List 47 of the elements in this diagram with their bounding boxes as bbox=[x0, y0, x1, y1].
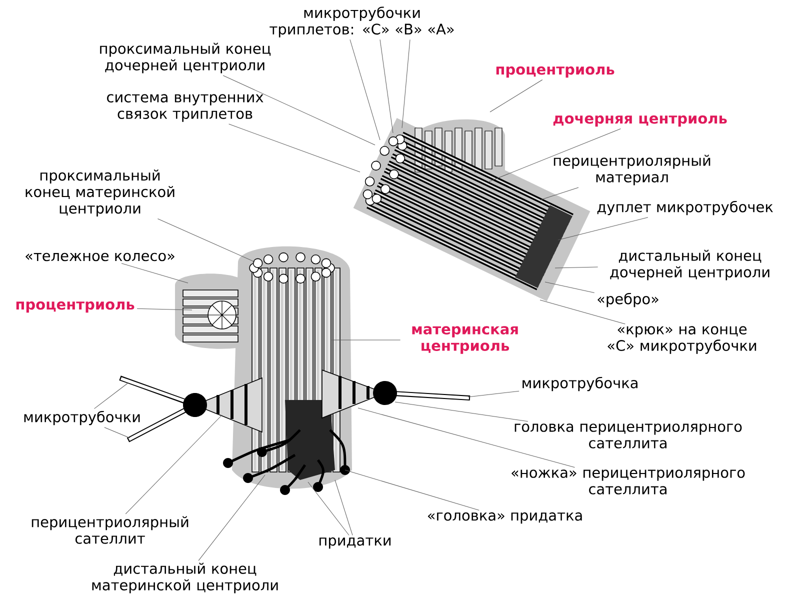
part-label: материнская центриоль bbox=[412, 326, 518, 354]
part-label: дистальный конец материнской центриоли bbox=[92, 562, 278, 594]
leader-line bbox=[380, 39, 394, 134]
part-label: «ребро» bbox=[598, 292, 658, 308]
part-label: микротрубочка bbox=[522, 376, 638, 392]
leader-line bbox=[94, 382, 128, 409]
part-label: головка перицентриолярного сателлита bbox=[514, 424, 742, 448]
part-label: микротрубочки триплетов: «С» «В» «А» bbox=[270, 6, 454, 38]
leader-line bbox=[157, 218, 256, 262]
leader-line bbox=[558, 217, 648, 240]
leader-line bbox=[125, 414, 222, 514]
leader-line bbox=[136, 308, 192, 310]
leader-line bbox=[554, 266, 598, 268]
leader-line bbox=[222, 75, 376, 146]
part-label: дистальный конец дочерней центриоли bbox=[610, 250, 770, 280]
leader-line bbox=[358, 408, 575, 468]
part-label: «головка» придатка bbox=[428, 512, 582, 524]
part-label: процентриоль bbox=[16, 301, 134, 313]
part-label: «тележное колесо» bbox=[26, 252, 174, 262]
part-label: «крюк» на конце «С» микротрубочки bbox=[608, 326, 756, 354]
part-label: дочерняя центриоль bbox=[553, 115, 727, 127]
leader-line bbox=[308, 482, 350, 536]
part-label: перицентриолярный материал bbox=[554, 154, 710, 186]
part-label: дуплет микротрубочек bbox=[597, 200, 773, 216]
part-label: система внутренних связок триплетов bbox=[107, 94, 264, 122]
leader-line bbox=[488, 128, 621, 182]
leader-line bbox=[350, 39, 380, 140]
part-label: проксимальный конец материнской центриоли bbox=[26, 169, 174, 217]
leader-line bbox=[544, 282, 595, 293]
leader-line bbox=[104, 427, 130, 438]
leader-line bbox=[490, 80, 543, 112]
part-label: придатки bbox=[320, 537, 391, 549]
part-label: «ножка» перицентриолярного сателлита bbox=[512, 470, 745, 494]
leader-line bbox=[540, 187, 579, 200]
part-label: перицентриолярный сателлит bbox=[32, 516, 188, 544]
leader-line bbox=[402, 39, 410, 128]
leader-line bbox=[334, 480, 353, 536]
leader-line bbox=[394, 402, 528, 422]
part-label: микротрубочки bbox=[24, 410, 140, 426]
part-label: проксимальный конец дочерней центриоли bbox=[100, 42, 271, 74]
leader-line bbox=[468, 390, 520, 398]
leader-line bbox=[540, 300, 626, 324]
leader-line bbox=[228, 124, 360, 172]
leader-line bbox=[121, 263, 188, 284]
leader-line bbox=[198, 474, 266, 561]
part-label: процентриоль bbox=[496, 66, 614, 78]
leader-line bbox=[344, 470, 480, 510]
